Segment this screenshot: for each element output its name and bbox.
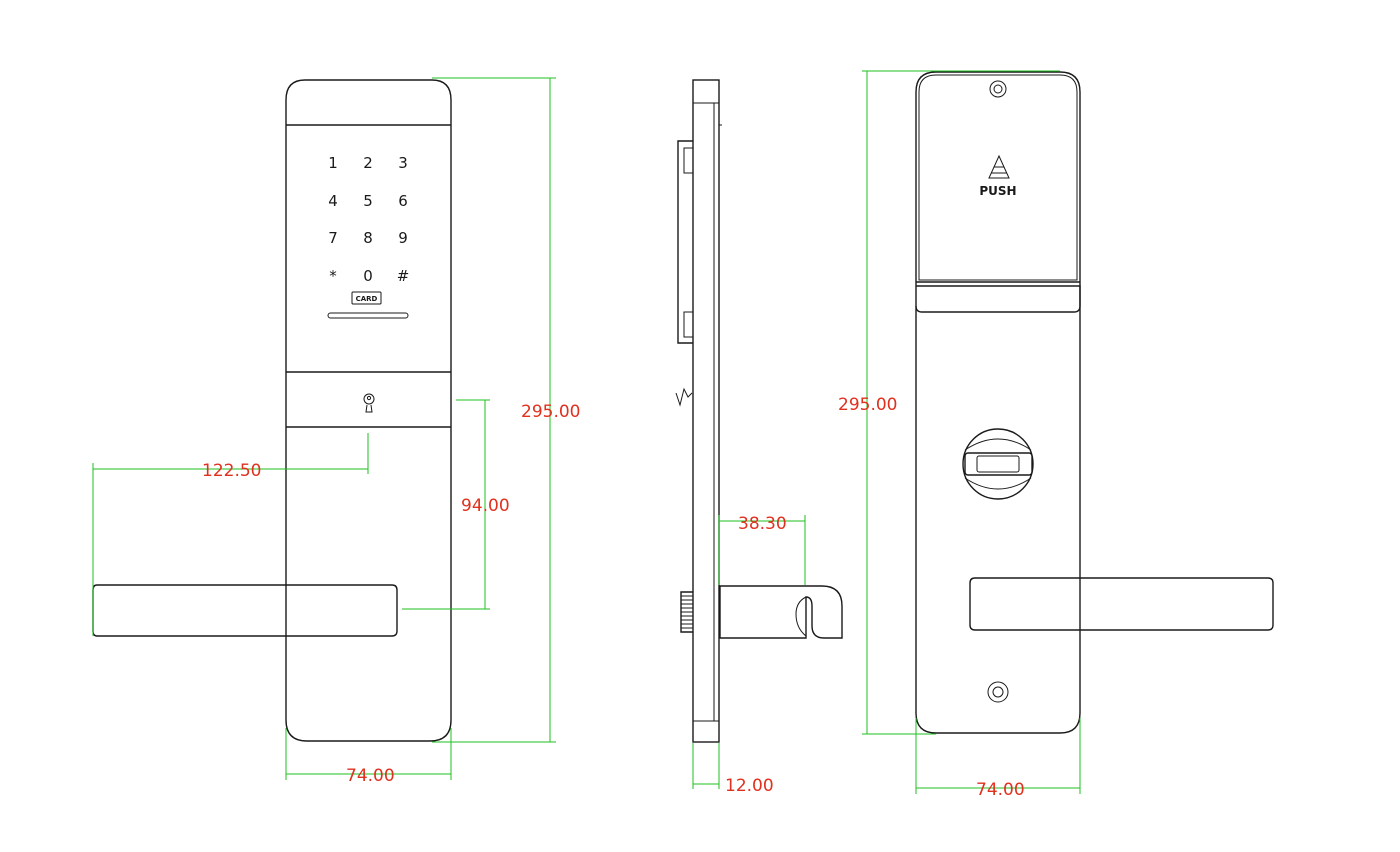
dim-12-label: 12.00	[725, 776, 774, 796]
front-handle	[92, 584, 398, 637]
back-view: PUSH	[915, 71, 1274, 734]
dim-38-label: 38.30	[738, 514, 787, 534]
side-handle	[719, 585, 843, 639]
back-handle	[969, 577, 1274, 631]
dim-height-label: 295.00	[521, 402, 580, 422]
screw-top-icon	[989, 80, 1007, 98]
keypad-key-4: 4	[328, 192, 338, 210]
card-label: CARD	[356, 295, 378, 303]
keypad-key-star: *	[329, 267, 337, 285]
keypad-key-0: 0	[363, 267, 373, 285]
keypad-key-6: 6	[398, 192, 408, 210]
keypad-key-8: 8	[363, 229, 373, 247]
side-spindle-threads	[681, 595, 693, 629]
side-view	[675, 79, 843, 743]
push-arrow-icon	[988, 154, 1010, 179]
side-battery-clip-bottom	[683, 311, 694, 338]
keypad: 1 2 3 4 5 6 7 8 9 * 0 #	[328, 154, 409, 285]
dim-122-label: 122.50	[202, 461, 261, 481]
thumb-turn-grip	[964, 452, 1033, 476]
keypad-key-9: 9	[398, 229, 408, 247]
screw-bottom-icon	[987, 681, 1009, 703]
side-battery-clip-top	[683, 147, 694, 174]
side-dimensions: 38.30 12.00	[692, 514, 806, 796]
side-battery-box	[677, 140, 693, 344]
side-plate	[692, 79, 720, 743]
thumb-turn-knob	[962, 428, 1034, 500]
keyhole-icon	[363, 393, 375, 413]
back-dim-height-label: 295.00	[838, 395, 897, 415]
back-dim-74-label: 74.00	[976, 780, 1025, 800]
indicator-light-bar	[327, 312, 409, 319]
dim-74-label: 74.00	[346, 766, 395, 786]
dim-94-label: 94.00	[461, 496, 510, 516]
card-reader-icon	[351, 291, 382, 305]
push-label: PUSH	[979, 184, 1016, 198]
keypad-key-7: 7	[328, 229, 338, 247]
keypad-key-3: 3	[398, 154, 408, 172]
keypad-key-2: 2	[363, 154, 373, 172]
front-view: 1 2 3 4 5 6 7 8 9 * 0 # CARD	[92, 79, 452, 742]
back-dimensions: 295.00 74.00	[838, 70, 1081, 800]
spring-icon	[675, 387, 693, 407]
front-plate-outline	[285, 79, 452, 742]
battery-cover-recess	[918, 74, 1078, 281]
side-handle-curve	[795, 596, 807, 637]
battery-cover-band	[915, 285, 1081, 313]
front-dimensions: 295.00 94.00 122.50 74.00	[92, 77, 580, 786]
keypad-key-5: 5	[363, 192, 373, 210]
keypad-key-1: 1	[328, 154, 338, 172]
back-plate-outline	[915, 71, 1081, 734]
keypad-key-hash: #	[397, 267, 410, 285]
